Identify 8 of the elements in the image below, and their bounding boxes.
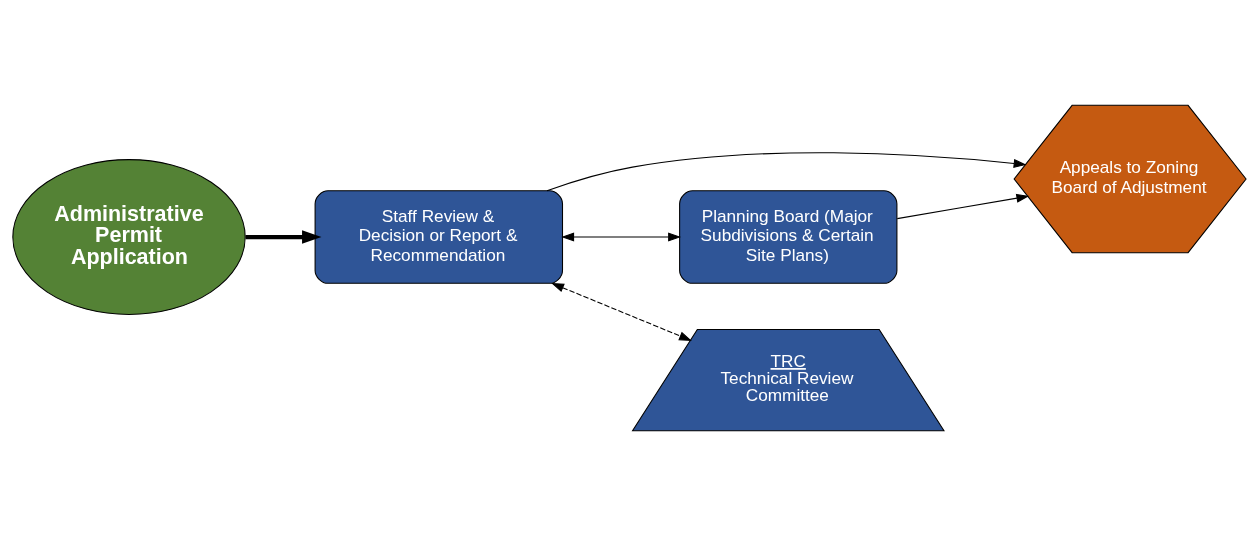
arrow (896, 193, 1030, 220)
arrow (551, 282, 692, 341)
node-box: Staff Review & Decision or Report & Recommendation (314, 190, 564, 284)
node-ellipse: Administrative Permit Application (12, 159, 246, 316)
arrow (546, 152, 1027, 192)
node-box: Planning Board (Major Subdivisions & Certain Site Plans) (679, 190, 898, 284)
arrow (561, 232, 682, 242)
arrow (245, 230, 322, 244)
